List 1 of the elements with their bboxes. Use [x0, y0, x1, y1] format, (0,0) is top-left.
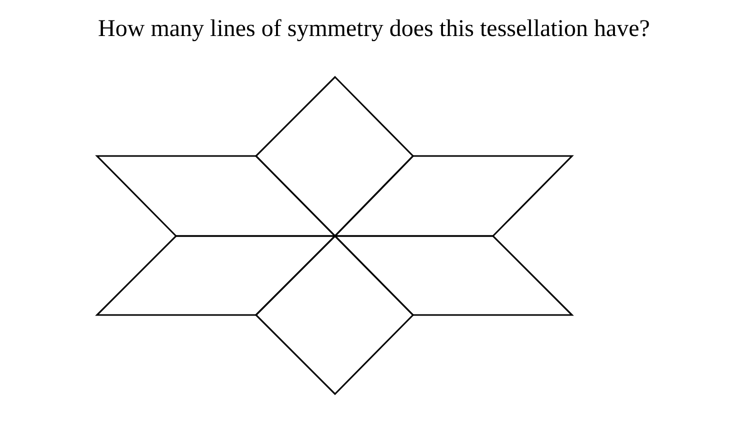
question-title: How many lines of symmetry does this tessellation have?	[97, 16, 651, 43]
